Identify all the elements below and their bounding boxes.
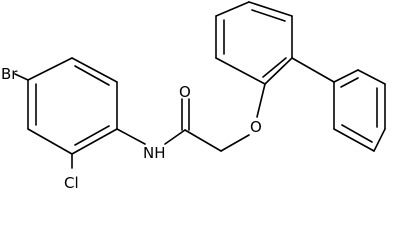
biphenyl-ring-a [215,1,293,85]
bond [333,128,375,152]
double-bond-inner [251,9,286,22]
ether-oxygen-label: O [250,118,262,136]
bond [357,69,386,85]
bond [264,57,293,85]
nitrogen-hydrogen-label: NH [143,144,166,162]
bond [27,128,73,155]
bond [373,128,386,152]
bond-n-carbonyl [164,129,186,145]
bromine-label: Br [1,65,18,83]
bond-ch2-o [220,134,250,152]
double-bond-inner [340,77,359,88]
bond-o-aryl [256,83,266,118]
bromochlorophenyl-ring [27,57,118,155]
double-bond-inner [74,125,110,146]
bond-biaryl [291,57,335,83]
bond [71,128,118,155]
biphenyl-ring-b [333,69,386,152]
structure-canvas: Br Cl NH O O [1,1,386,191]
bond [27,57,73,81]
bond-c-n [116,128,146,145]
carbonyl-oxygen-label: O [179,83,191,101]
bond [215,1,250,17]
bond-carbonyl-ch2 [184,129,222,152]
double-bond-inner [341,124,373,143]
bond [215,57,266,85]
bond [248,1,293,17]
molecule-drawing: Br Cl NH O O [1,1,386,191]
bond [71,57,118,83]
double-bond-inner [262,57,287,78]
double-bond-inner [74,65,110,86]
chlorine-label: Cl [64,174,79,191]
bond [333,69,359,83]
bond-c-br [14,73,29,81]
